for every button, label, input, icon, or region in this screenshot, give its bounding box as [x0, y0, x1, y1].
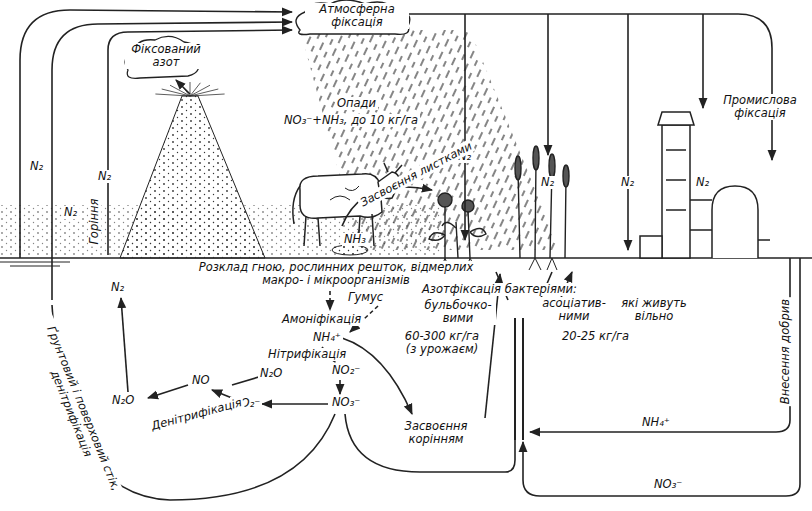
art-path [304, 214, 374, 246]
art-path [702, 14, 704, 108]
diagram-label: N₂O [258, 367, 284, 380]
art-ellipse [563, 165, 569, 187]
diagram-label: Внесення добрив [779, 297, 792, 406]
art-path [293, 186, 300, 224]
diagram-label: Горіння [88, 197, 101, 247]
art-line [190, 85, 210, 96]
art-path [429, 222, 486, 240]
art-path [445, 205, 470, 258]
flow-arrows [20, 10, 800, 500]
art-path [108, 30, 292, 255]
diagram-label: Нітрифікація [266, 348, 348, 361]
art-ellipse [549, 154, 555, 178]
diagram-label: N₂O [110, 394, 136, 407]
diagram-label: NO₃⁻ [330, 396, 362, 409]
diagram-label: NH₃ [342, 233, 368, 246]
diagram-label: NH₄⁺ [311, 331, 343, 344]
manure [332, 245, 368, 255]
art-path [627, 14, 629, 250]
diagram-label: 20-25 кг/га [560, 330, 631, 343]
art-path [262, 403, 328, 405]
diagram-label: NH₄⁺ [640, 416, 672, 429]
diagram-label: N₂ [28, 160, 45, 173]
art-path [52, 22, 292, 300]
art-rect [662, 125, 690, 258]
art-rect [640, 236, 662, 258]
art-path [690, 200, 770, 240]
art-path [515, 318, 523, 440]
cow [293, 163, 402, 246]
diagram-label: N₂ [96, 170, 113, 183]
diagram-label: Денітрифікація [148, 396, 245, 434]
art-path [339, 380, 341, 394]
diagram-label: бульбочко- вими [420, 299, 496, 325]
diagram-label: Фіксований азот [125, 43, 207, 69]
diagram-label: Засвоєння корінням [392, 420, 480, 446]
art-line [0, 262, 70, 263]
art-path [345, 414, 515, 472]
diagram-label: N₂ [539, 176, 556, 189]
diagram-label: Атмосферна фіксація [305, 3, 409, 29]
diagram-label: NO₃⁻ [652, 478, 684, 491]
diagram-label: асоціатив- ними [536, 297, 612, 323]
diagram-label: N₂ [619, 176, 636, 189]
diagram-label: 60-300 кг/га (з урожаєм) [398, 330, 486, 356]
plants [429, 146, 569, 272]
plume-arrow [176, 80, 190, 94]
diagram-label: N₂ [694, 176, 711, 189]
diagram-label: Опади [335, 97, 378, 110]
art-path [547, 14, 549, 155]
diagram-label: Ґрунтовий і поверховий стік, денітрифіка… [25, 307, 130, 511]
diagram-label: Амоніфікація [280, 313, 363, 326]
art-path [464, 14, 466, 240]
art-path [658, 112, 694, 125]
diagram-label: Засвоєння листками [356, 139, 476, 211]
diagram-label: які живуть вільно [612, 297, 696, 323]
art-path [518, 160, 566, 258]
art-path [20, 10, 292, 258]
factory [640, 112, 770, 258]
diagram-label: NO₃⁻+NH₃, до 10 кг/га [282, 114, 420, 127]
art-path [330, 186, 359, 200]
diagram-label: Гумус [346, 291, 385, 304]
diagram-label: N₂ [62, 206, 79, 219]
art-path [148, 385, 188, 398]
diagram-label: NO₂⁻ [330, 364, 362, 377]
art-path [666, 150, 686, 210]
art-path [329, 291, 331, 310]
art-path [121, 298, 128, 392]
art-path [712, 186, 758, 258]
volcano [120, 96, 265, 258]
diagram-label: Азотфіксація бактеріями: [420, 283, 579, 296]
cloud [296, 0, 410, 35]
art-circle [462, 200, 474, 212]
art-path [384, 163, 402, 173]
art-ellipse [515, 156, 521, 180]
art-path [212, 390, 232, 398]
diagram-label: N₂ [109, 281, 126, 294]
diagram-label: Промислова фіксація [712, 94, 808, 120]
art-path [408, 14, 772, 160]
diagram-label: NO [190, 374, 212, 387]
art-circle [438, 193, 452, 207]
art-ellipse [533, 146, 539, 170]
